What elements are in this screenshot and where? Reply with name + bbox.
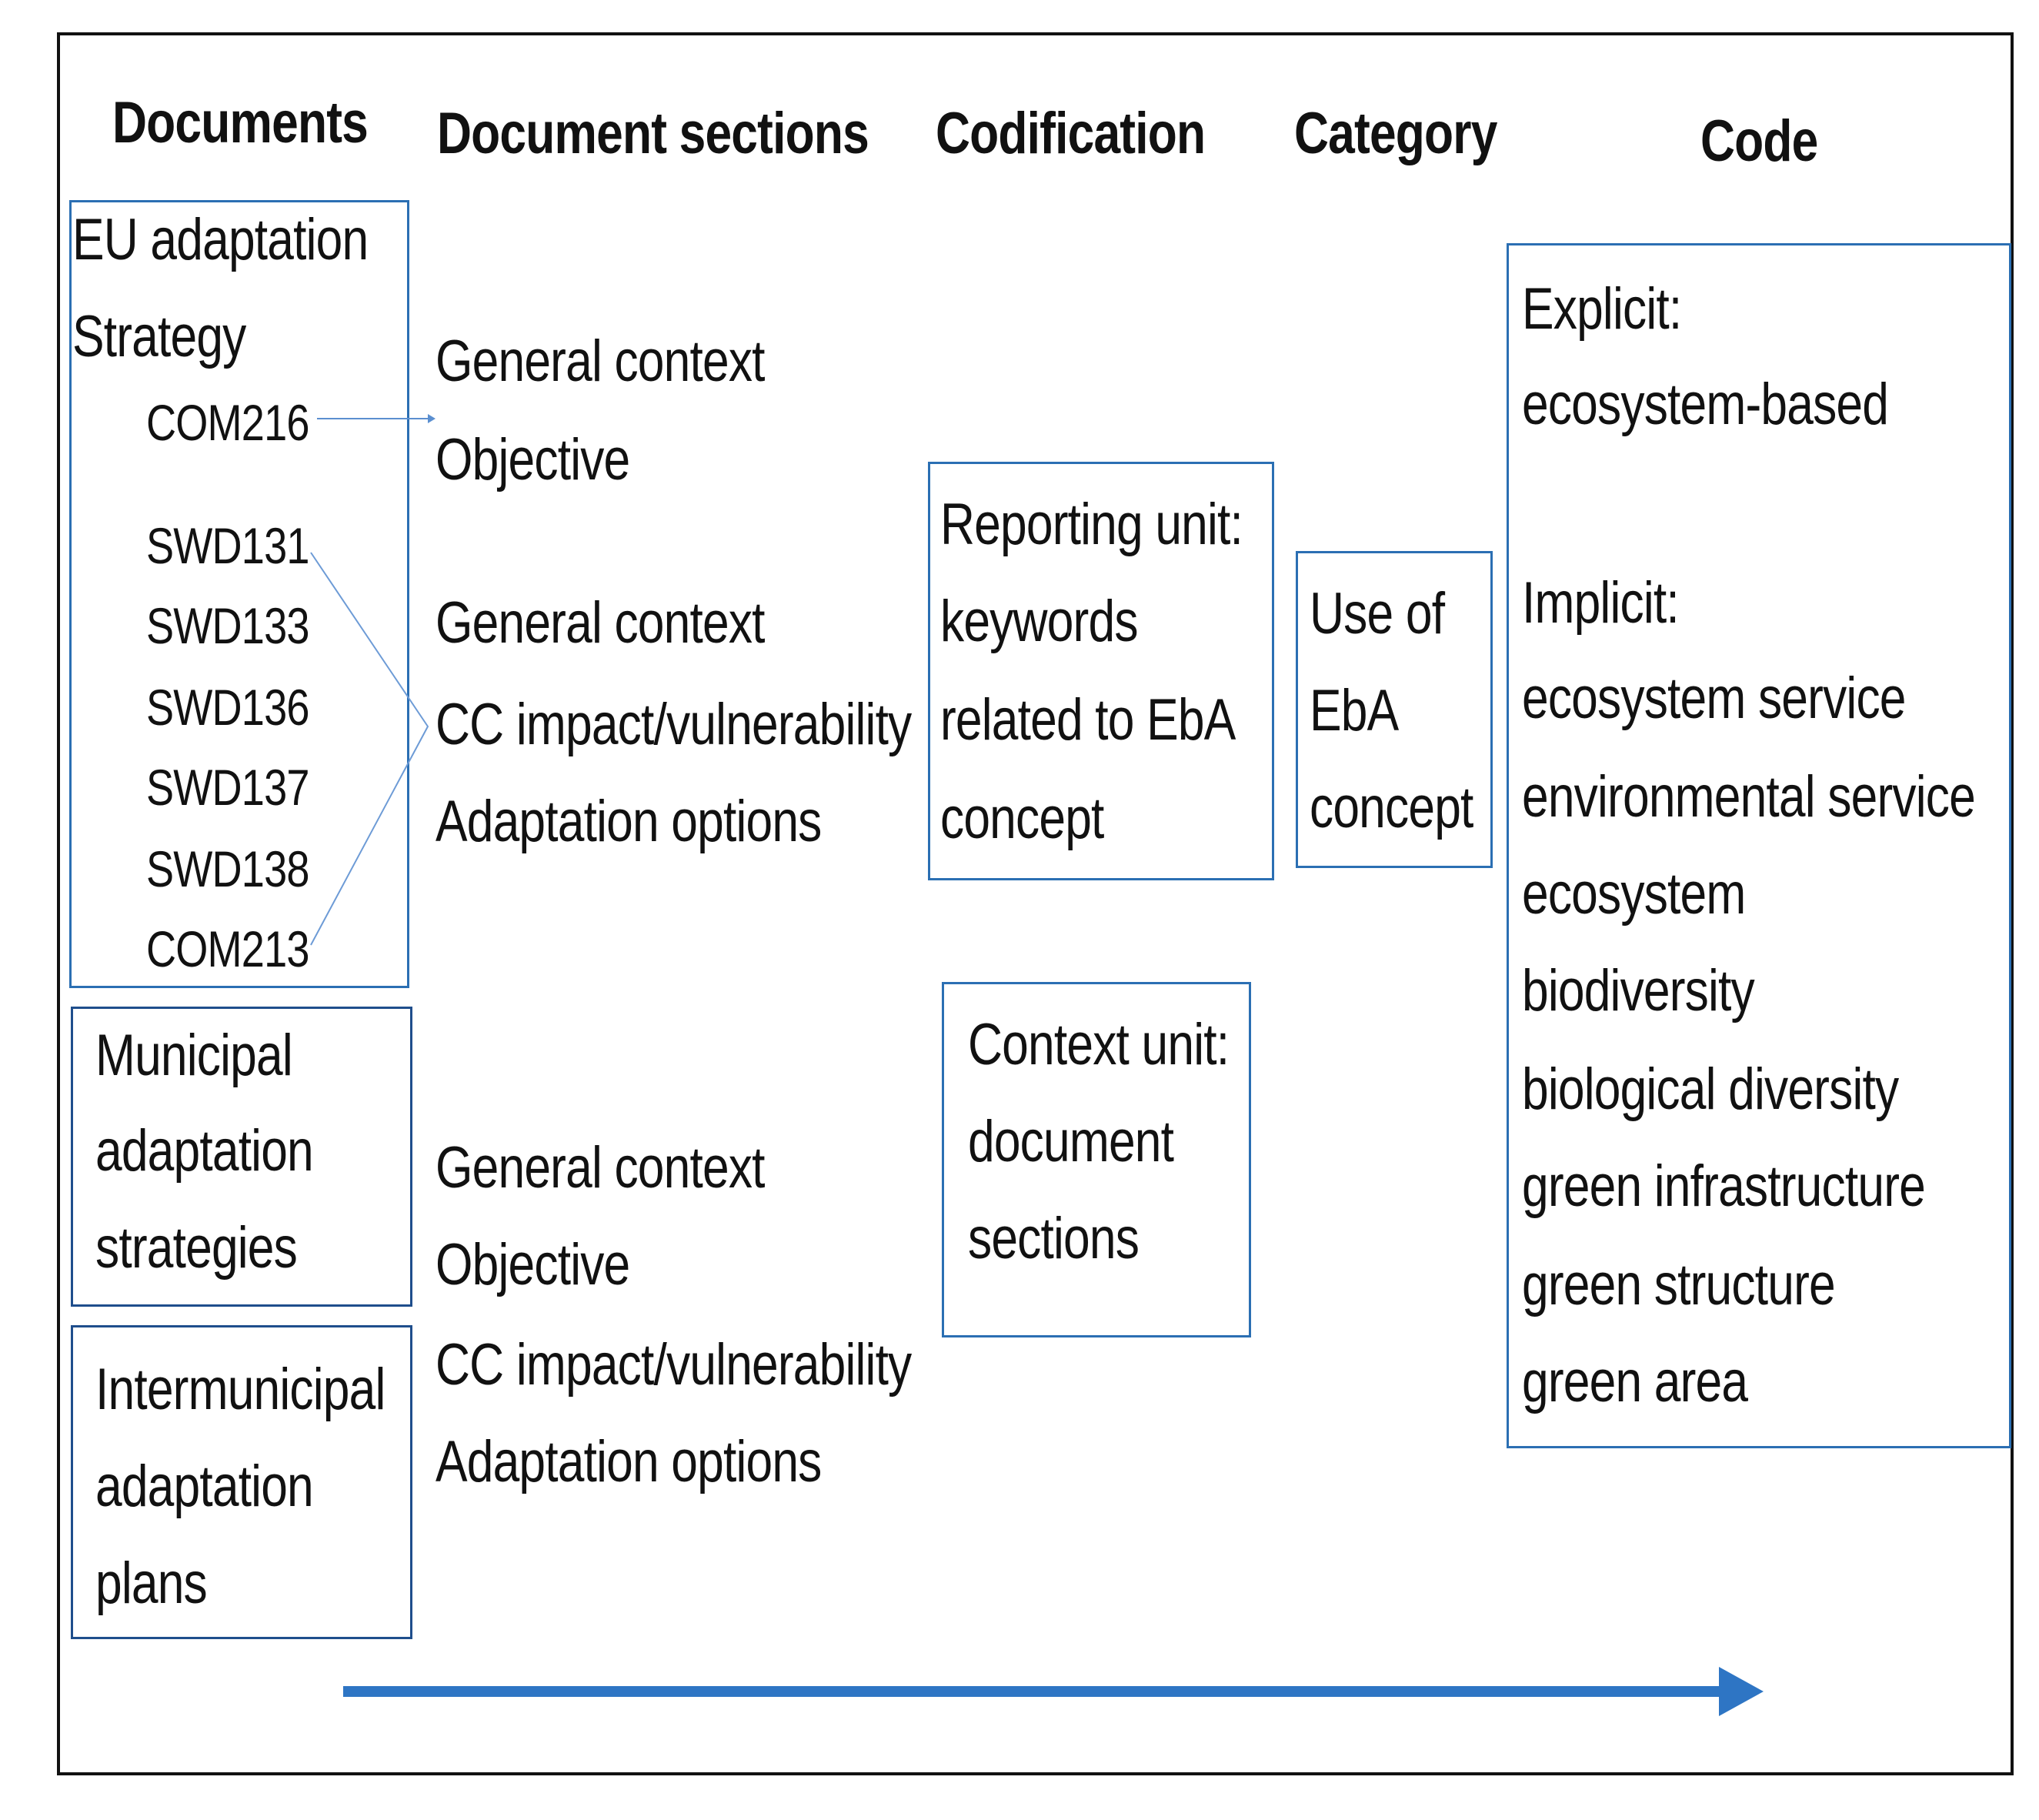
- header-category: Category: [1294, 101, 1497, 166]
- code-implicit-label: Implicit:: [1522, 570, 1680, 636]
- eu-item-swd138: SWD138: [146, 840, 309, 897]
- header-code: Code: [1700, 109, 1818, 174]
- diagram-frame: [57, 32, 2014, 1775]
- municipal-line1: Municipal: [95, 1023, 293, 1088]
- municipal-line3: strategies: [95, 1215, 298, 1281]
- category-line1: Use of: [1310, 581, 1445, 646]
- municipal-box: [71, 1007, 412, 1307]
- section-g2-general-context: General context: [435, 590, 765, 656]
- eu-strategy-box: [69, 200, 409, 988]
- eu-item-swd133: SWD133: [146, 597, 309, 654]
- context-unit-line3: sections: [968, 1206, 1140, 1271]
- header-documents: Documents: [112, 90, 369, 155]
- eu-item-swd131: SWD131: [146, 517, 309, 574]
- section-g2-adaptation-options: Adaptation options: [435, 789, 822, 854]
- eu-title-line1: EU adaptation: [72, 207, 369, 272]
- code-implicit-item: ecosystem: [1522, 861, 1746, 927]
- header-document-sections: Document sections: [437, 101, 869, 166]
- flow-arrow: [343, 1667, 1764, 1716]
- reporting-unit-line2: keywords: [940, 589, 1138, 654]
- intermunicipal-line1: Intermunicipal: [95, 1357, 385, 1422]
- category-box: [1296, 551, 1493, 868]
- category-line3: concept: [1310, 775, 1473, 840]
- reporting-unit-line1: Reporting unit:: [940, 492, 1243, 557]
- reporting-unit-line4: concept: [940, 786, 1104, 851]
- section-g3-cc-impact: CC impact/vulnerability: [435, 1332, 912, 1398]
- context-unit-box: [942, 982, 1251, 1337]
- code-box: [1507, 243, 2011, 1448]
- com216-connector: [317, 414, 435, 423]
- code-implicit-item: environmental service: [1522, 764, 1976, 830]
- code-implicit-item: biodiversity: [1522, 958, 1755, 1024]
- eu-item-com216: COM216: [146, 394, 309, 451]
- code-implicit-item: green infrastructure: [1522, 1154, 1926, 1219]
- context-unit-line1: Context unit:: [968, 1012, 1230, 1077]
- eu-item-com213: COM213: [146, 920, 309, 977]
- reporting-unit-line3: related to EbA: [940, 687, 1236, 753]
- intermunicipal-box: [71, 1325, 412, 1639]
- intermunicipal-line2: adaptation: [95, 1454, 314, 1519]
- intermunicipal-line3: plans: [95, 1551, 208, 1616]
- section-g1-objective: Objective: [435, 427, 630, 493]
- eu-item-swd136: SWD136: [146, 679, 309, 736]
- municipal-line2: adaptation: [95, 1118, 314, 1184]
- code-explicit-label: Explicit:: [1522, 276, 1682, 342]
- context-unit-line2: document: [968, 1109, 1174, 1174]
- code-explicit-item: ecosystem-based: [1522, 372, 1889, 437]
- section-g3-adaptation-options: Adaptation options: [435, 1429, 822, 1494]
- code-implicit-item: green area: [1522, 1349, 1748, 1414]
- category-line2: EbA: [1310, 678, 1399, 743]
- section-g3-general-context: General context: [435, 1135, 765, 1201]
- swd-bracket-connector: [310, 552, 429, 946]
- eu-item-swd137: SWD137: [146, 759, 309, 816]
- section-g2-cc-impact: CC impact/vulnerability: [435, 692, 912, 757]
- section-g1-general-context: General context: [435, 329, 765, 394]
- section-g3-objective: Objective: [435, 1232, 630, 1297]
- reporting-unit-box: [928, 462, 1274, 880]
- code-implicit-item: ecosystem service: [1522, 666, 1906, 731]
- eu-title-line2: Strategy: [72, 304, 246, 369]
- code-implicit-item: biological diversity: [1522, 1057, 1899, 1122]
- code-implicit-item: green structure: [1522, 1252, 1836, 1317]
- header-codification: Codification: [936, 101, 1206, 166]
